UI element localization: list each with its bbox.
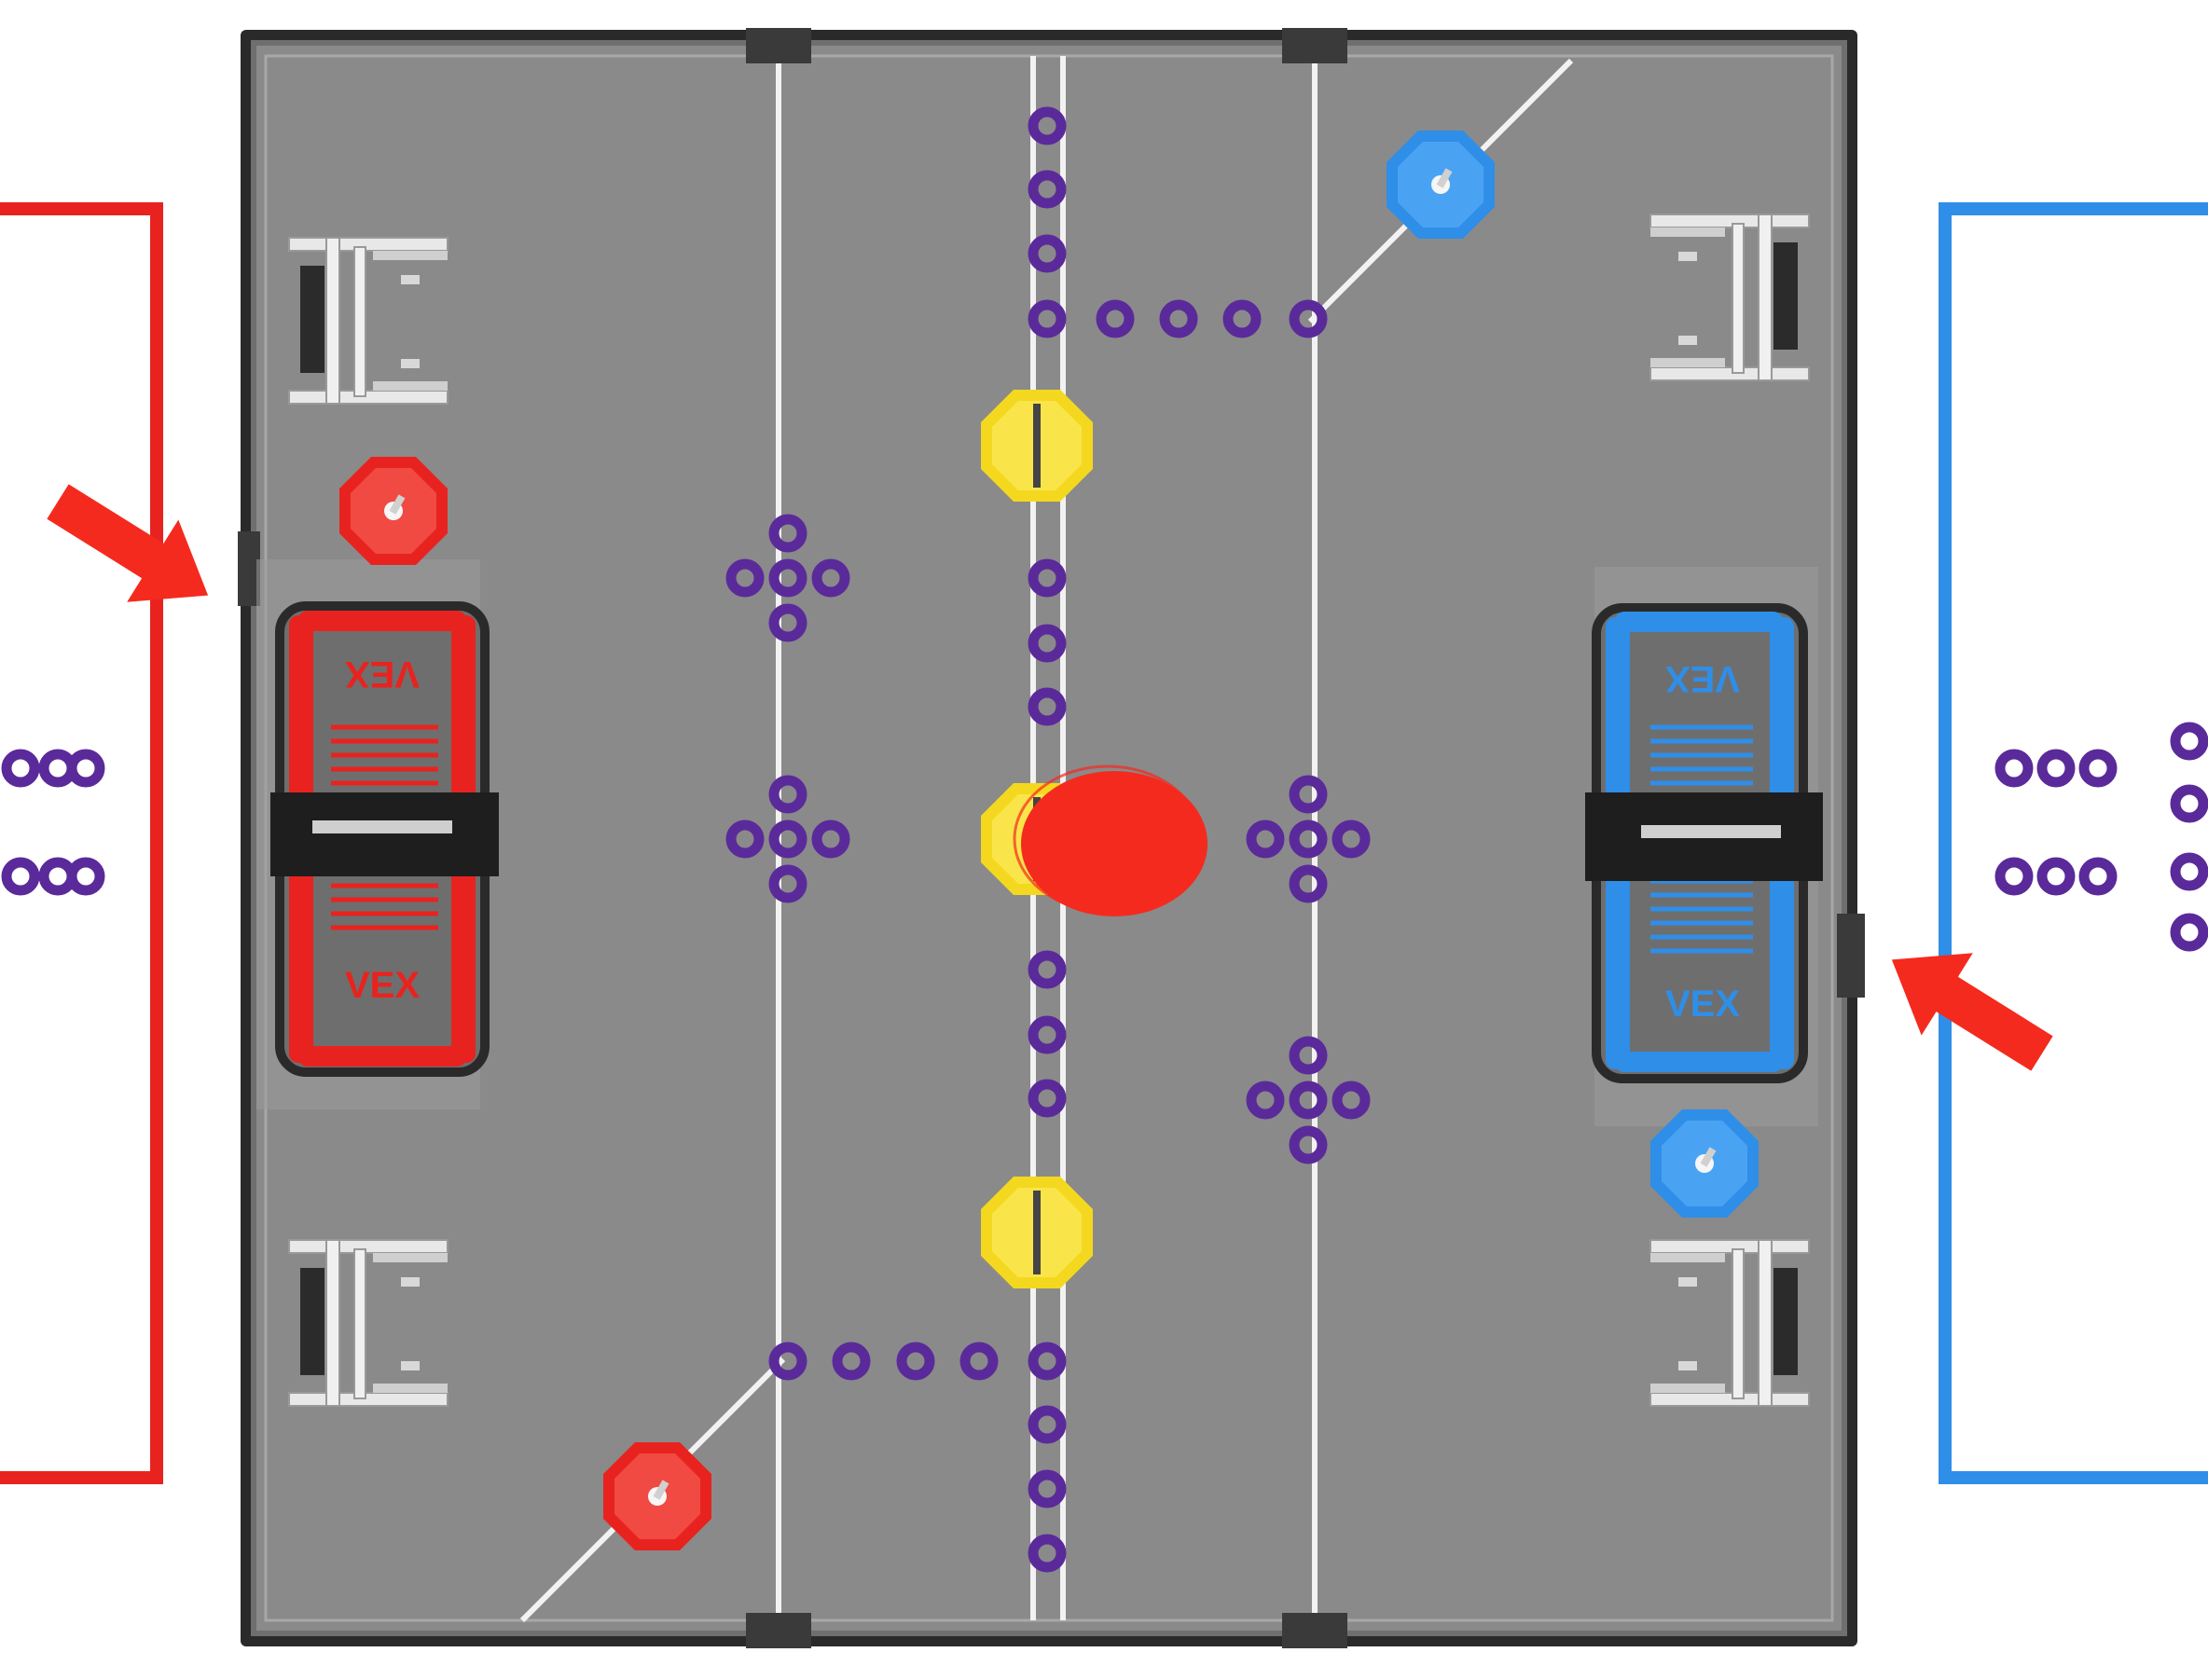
blue-zone-rings: [2000, 727, 2203, 946]
frame-brackets: [238, 28, 1865, 1648]
blue-goal-right: [1650, 1109, 1759, 1218]
blue-platform-vex-top: VEX: [1665, 658, 1740, 699]
yellow-goal-top: [981, 390, 1093, 502]
red-goal-bottom: [603, 1442, 711, 1550]
blue-platform: VEX VEX: [1585, 567, 1823, 1126]
red-goal-left: [339, 457, 448, 565]
blue-goal-top: [1387, 131, 1495, 239]
field: VEX VEX VEX VEX: [238, 28, 1865, 1648]
red-arrow-left: [32, 460, 234, 637]
blue-platform-vex-bottom: VEX: [1665, 984, 1740, 1025]
blue-alliance-zone: [1939, 202, 2208, 1484]
red-dot-marker: [1021, 771, 1208, 916]
yellow-goal-bottom: [981, 1177, 1093, 1288]
red-alliance-zone: [0, 202, 163, 1484]
red-dot-marker-outline: [1013, 764, 1203, 914]
red-platform-vex-bottom: VEX: [345, 965, 420, 1006]
red-arrow-right: [1866, 918, 2068, 1095]
red-platform: VEX VEX: [256, 559, 499, 1109]
red-platform-vex-top: VEX: [345, 654, 420, 695]
red-zone-rings: [7, 754, 100, 890]
